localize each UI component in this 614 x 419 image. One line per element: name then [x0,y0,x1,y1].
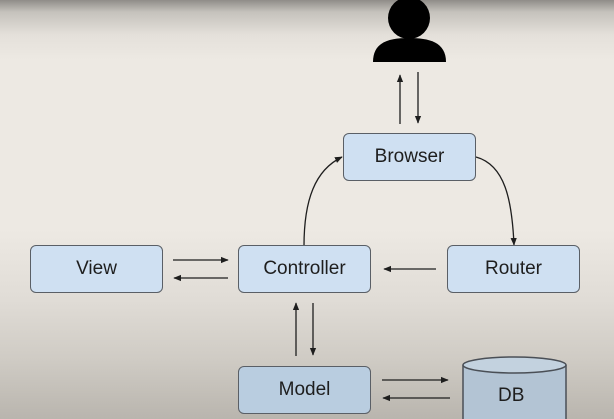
browser-label: Browser [374,146,445,167]
controller-label: Controller [263,258,346,279]
view-label: View [76,258,117,279]
model-node: Model [238,366,371,414]
router-node: Router [447,245,580,293]
arrow-controller-to-browser [303,156,343,247]
browser-node: Browser [343,133,476,181]
router-label: Router [484,258,543,279]
view-node: View [30,245,163,293]
user-icon [373,0,446,62]
model-label: Model [278,379,331,400]
controller-node: Controller [238,245,371,293]
arrow-browser-to-router [475,156,517,246]
db-cylinder [462,356,567,419]
db-label: DB [498,385,525,406]
